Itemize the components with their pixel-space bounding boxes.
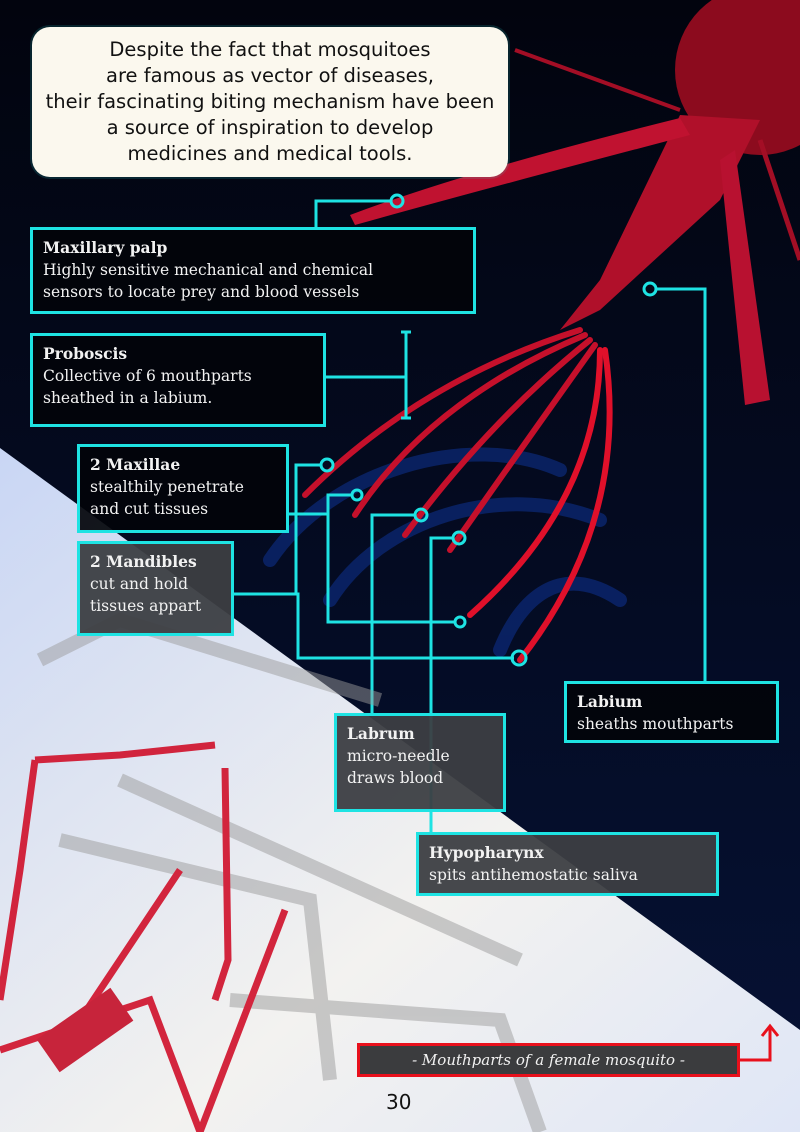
intro-text-box: Despite the fact that mosquitoes are fam… [32, 27, 508, 177]
medical-tool-illustration [0, 612, 547, 1132]
label-title: Maxillary palp [43, 238, 168, 257]
label-title: Hypopharynx [429, 843, 544, 862]
figure-caption: - Mouthparts of a female mosquito - [357, 1043, 740, 1077]
intro-line: their fascinating biting mechanism have … [45, 90, 495, 113]
label-title: Labrum [347, 724, 415, 743]
label-description: stealthily penetrate and cut tissues [90, 478, 244, 518]
mosquito-head [350, 0, 800, 405]
label-maxillary-palp: Maxillary palp Highly sensitive mechanic… [30, 227, 476, 314]
label-description: micro-needle draws blood [347, 747, 450, 787]
intro-line: Despite the fact that mosquitoes [109, 38, 431, 61]
label-title: 2 Maxillae [90, 455, 181, 474]
arrow-up-icon [740, 1023, 780, 1062]
label-description: spits antihemostatic saliva [429, 866, 638, 884]
label-proboscis: Proboscis Collective of 6 mouthparts she… [30, 333, 326, 427]
page-number: 30 [386, 1090, 412, 1114]
intro-line: medicines and medical tools. [127, 142, 413, 165]
label-labium: Labium sheaths mouthparts [564, 681, 779, 743]
mosquito-mouthparts [302, 327, 613, 663]
label-description: sheaths mouthparts [577, 715, 734, 733]
label-title: Labium [577, 692, 643, 711]
label-description: cut and hold tissues appart [90, 575, 202, 615]
intro-line: are famous as vector of diseases, [106, 64, 434, 87]
label-hypopharynx: Hypopharynx spits antihemostatic saliva [416, 832, 719, 896]
label-mandibles: 2 Mandibles cut and hold tissues appart [77, 541, 234, 636]
label-title: 2 Mandibles [90, 552, 197, 571]
label-maxillae: 2 Maxillae stealthily penetrate and cut … [77, 444, 289, 533]
label-title: Proboscis [43, 344, 128, 363]
label-description: Collective of 6 mouthparts sheathed in a… [43, 367, 252, 407]
label-description: Highly sensitive mechanical and chemical… [43, 261, 374, 301]
label-labrum: Labrum micro-needle draws blood [334, 713, 506, 812]
intro-line: a source of inspiration to develop [106, 116, 434, 139]
